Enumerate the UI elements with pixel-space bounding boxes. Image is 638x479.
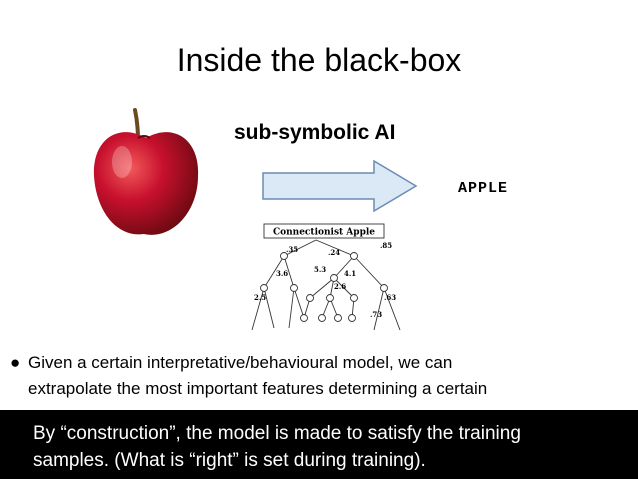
weight-label: 2.5 <box>254 293 266 302</box>
output-label: APPLE <box>458 180 508 197</box>
bullet-item: ● Given a certain interpretative/behavio… <box>28 350 608 402</box>
weight-label: 2.6 <box>334 282 346 291</box>
weight-label: 5.3 <box>314 265 326 274</box>
weight-label: .85 <box>380 241 392 250</box>
apple-image <box>88 106 204 242</box>
bullet-line-2: extrapolate the most important features … <box>28 376 608 402</box>
caption-line-1: By “construction”, the model is made to … <box>33 420 638 447</box>
bullet-line-1: Given a certain interpretative/behaviour… <box>28 350 608 376</box>
subtitle: sub-symbolic AI <box>234 121 395 145</box>
right-arrow-icon <box>262 160 418 212</box>
weight-label: .35 <box>286 245 298 254</box>
weight-label: .73 <box>370 310 382 319</box>
caption-line-2: samples. (What is “right” is set during … <box>33 447 638 474</box>
weight-label: .24 <box>328 248 340 257</box>
weight-label: .63 <box>384 293 396 302</box>
bullet-dot-icon: ● <box>10 350 20 376</box>
weight-label: 4.1 <box>344 269 356 278</box>
network-header: Connectionist Apple <box>273 228 375 238</box>
connectionist-network-diagram: Connectionist Apple .35 .24 .85 3.6 5.3 … <box>234 218 412 330</box>
caption-bar: By “construction”, the model is made to … <box>0 410 638 479</box>
slide-title: Inside the black-box <box>0 42 638 79</box>
weight-label: 3.6 <box>276 269 288 278</box>
